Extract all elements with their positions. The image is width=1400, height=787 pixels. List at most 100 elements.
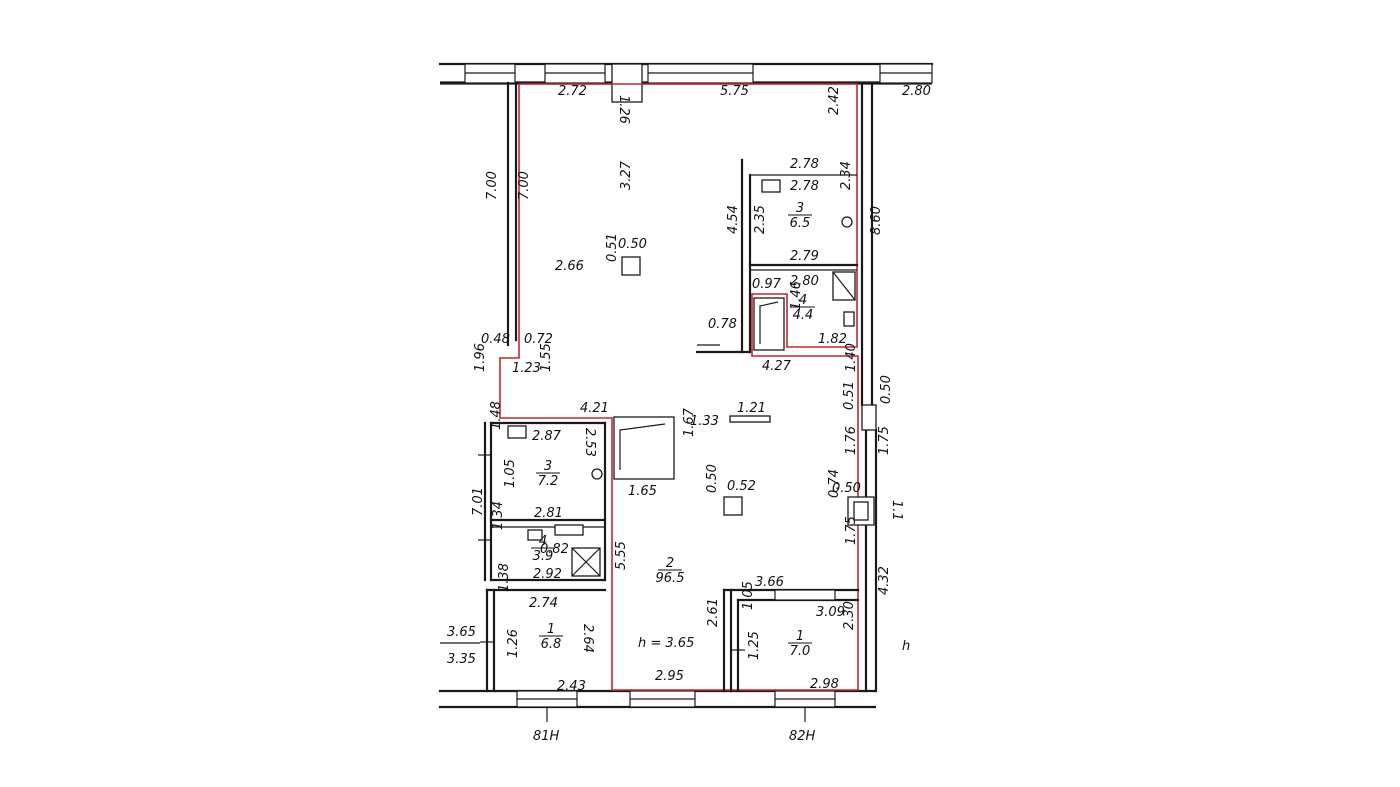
dimension-left-step-b: 0.72 bbox=[524, 332, 553, 347]
dimension-main-height: 3.27 bbox=[619, 160, 634, 190]
dimension-bath-block-height: 4.54 bbox=[726, 205, 741, 234]
room-label: 44.4 bbox=[791, 293, 815, 323]
room-number: 3 bbox=[796, 201, 804, 216]
dimension-shaft-width: 1.65 bbox=[628, 484, 657, 499]
room-label: 37.2 bbox=[536, 459, 560, 489]
dimension-center-dim-b: 1.21 bbox=[737, 401, 766, 416]
dimension-room1b-side: 1.38 bbox=[497, 563, 512, 592]
axis-label-right: 82Н bbox=[789, 729, 816, 744]
toilet-icon-2 bbox=[843, 311, 855, 327]
dimension-left-step-d: 1.55 bbox=[539, 343, 554, 372]
dimension-left-step-e: 1.96 bbox=[473, 343, 488, 372]
dimension-wc-inner-width: 2.78 bbox=[790, 179, 819, 194]
room-label: 17.0 bbox=[788, 629, 812, 659]
room-lower-left bbox=[480, 588, 607, 693]
dimension-center-dim-a: 1.33 bbox=[690, 414, 719, 429]
dimension-wc-left-height: 2.35 bbox=[753, 205, 768, 234]
dimension-right-total-height: 8.60 bbox=[869, 206, 884, 235]
dimension-room1b-lower: 1.26 bbox=[506, 629, 521, 658]
dimension-right-outer: 4.32 bbox=[877, 566, 892, 595]
dimension-room1b-bottom: 2.43 bbox=[557, 679, 586, 694]
beam-mark bbox=[729, 415, 771, 423]
dimension-bath-right: 1.82 bbox=[818, 332, 847, 347]
dimension-room1-left: 2.61 bbox=[706, 598, 721, 627]
room-area: 6.8 bbox=[541, 637, 562, 652]
dimension-left-total: 7.01 bbox=[471, 487, 486, 516]
dimension-floor-b: 3.35 bbox=[447, 652, 476, 667]
dimension-left-step-c: 1.23 bbox=[512, 361, 541, 376]
dimension-floor-a: 3.65 bbox=[447, 625, 476, 640]
dimension-wc2-lower: 1.05 bbox=[503, 459, 518, 488]
bathtub-icon bbox=[753, 297, 785, 351]
dimension-kitchen-niche: 0.78 bbox=[708, 317, 737, 332]
dimension-shaft-side: 2.53 bbox=[582, 428, 597, 457]
lower-left-bathroom-block bbox=[478, 421, 607, 582]
dimension-wc2-width: 2.87 bbox=[532, 429, 562, 444]
column-upper bbox=[621, 256, 641, 276]
dimension-bath-bottom: 4.27 bbox=[762, 359, 792, 374]
dimension-partial-label-b: 1.1 bbox=[889, 500, 904, 521]
room-number: 4 bbox=[539, 534, 547, 549]
dimension-column-size-b: 0.51 bbox=[605, 233, 620, 262]
dimension-bottom-center: 2.95 bbox=[655, 669, 684, 684]
room-area: 7.0 bbox=[790, 644, 811, 659]
dimension-right-dim-b: 0.51 bbox=[842, 381, 857, 410]
room-number: 3 bbox=[544, 459, 552, 474]
dimension-top-left-width: 2.72 bbox=[558, 84, 587, 99]
dimension-top-window-pier: 1.26 bbox=[616, 95, 631, 124]
dimension-right-col-e: 1.75 bbox=[844, 516, 859, 545]
dimension-column-size-a: 0.50 bbox=[618, 237, 647, 252]
dimension-bath2-width: 2.92 bbox=[533, 567, 562, 582]
dimension-room1-lower: 1.25 bbox=[747, 631, 762, 660]
washbasin-icon bbox=[761, 179, 781, 193]
room-number: 1 bbox=[547, 622, 555, 637]
dimension-main-offset: 2.66 bbox=[555, 259, 584, 274]
dimension-left-height-outer: 7.00 bbox=[485, 171, 500, 200]
room-area: 6.5 bbox=[790, 216, 811, 231]
dimension-room1b-top: 2.74 bbox=[529, 596, 558, 611]
dimension-right-col-c: 0.50 bbox=[832, 481, 861, 496]
upper-bathroom-block bbox=[695, 158, 859, 354]
dimension-right-dim-a: 1.40 bbox=[844, 343, 859, 372]
room-area: 96.5 bbox=[656, 571, 685, 586]
dimension-right-top-segment: 2.42 bbox=[827, 86, 842, 115]
dimension-shaft-height: 1.67 bbox=[682, 407, 697, 437]
exterior-walls bbox=[438, 62, 934, 709]
dimension-wc2-bottom: 2.81 bbox=[534, 506, 563, 521]
dimension-wc-top-width: 2.78 bbox=[790, 157, 819, 172]
room-label: 16.8 bbox=[539, 622, 563, 652]
dimension-partial-label: h bbox=[902, 639, 910, 654]
room-number: 1 bbox=[796, 629, 804, 644]
dimension-left-height-inner: 7.00 bbox=[517, 171, 532, 200]
dimension-room1-bottom: 2.98 bbox=[810, 677, 839, 692]
dimension-bath2-niche: 0.82 bbox=[540, 542, 569, 557]
dimension-top-main-width: 5.75 bbox=[720, 84, 749, 99]
room-label: 296.5 bbox=[656, 556, 685, 586]
dimension-left-step-a: 0.48 bbox=[481, 332, 510, 347]
dimension-right-col-d: 0.74 bbox=[827, 469, 842, 498]
dimension-room1-side: 1.05 bbox=[741, 581, 756, 610]
column-center bbox=[723, 496, 743, 516]
dimension-room1-top: 3.66 bbox=[755, 575, 784, 590]
dimension-corridor-width: 4.21 bbox=[580, 401, 609, 416]
room-area: 3.9 bbox=[533, 549, 554, 564]
toilet-icon-3 bbox=[591, 468, 603, 480]
unit-boundary bbox=[499, 83, 859, 691]
room-lower-right bbox=[722, 588, 860, 693]
dimension-column2-b: 0.50 bbox=[705, 464, 720, 493]
room-area: 7.2 bbox=[538, 474, 559, 489]
right-wall-column bbox=[861, 404, 877, 431]
dimension-wc2-side: 1.48 bbox=[489, 401, 504, 430]
dimension-bath-height: 1.46 bbox=[789, 281, 804, 310]
washbasin-icon-2 bbox=[507, 425, 527, 439]
washbasin-icon-3 bbox=[527, 529, 543, 541]
dimension-room1b-height: 2.64 bbox=[580, 624, 595, 653]
dimension-bath-width: 2.80 bbox=[790, 274, 819, 289]
dimension-bath2-side: 1.34 bbox=[491, 501, 506, 530]
axis-label-left: 81Н bbox=[533, 729, 560, 744]
dimension-wc-height: 2.34 bbox=[839, 161, 854, 190]
room-number: 4 bbox=[799, 293, 807, 308]
